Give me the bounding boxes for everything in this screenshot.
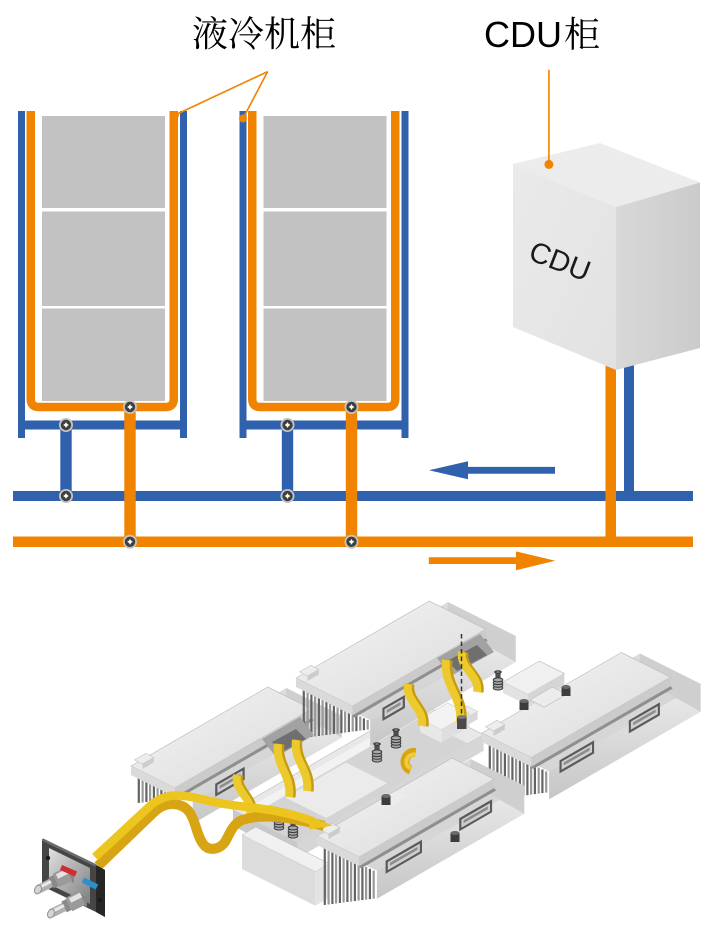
svg-text:CDU: CDU: [484, 14, 562, 55]
